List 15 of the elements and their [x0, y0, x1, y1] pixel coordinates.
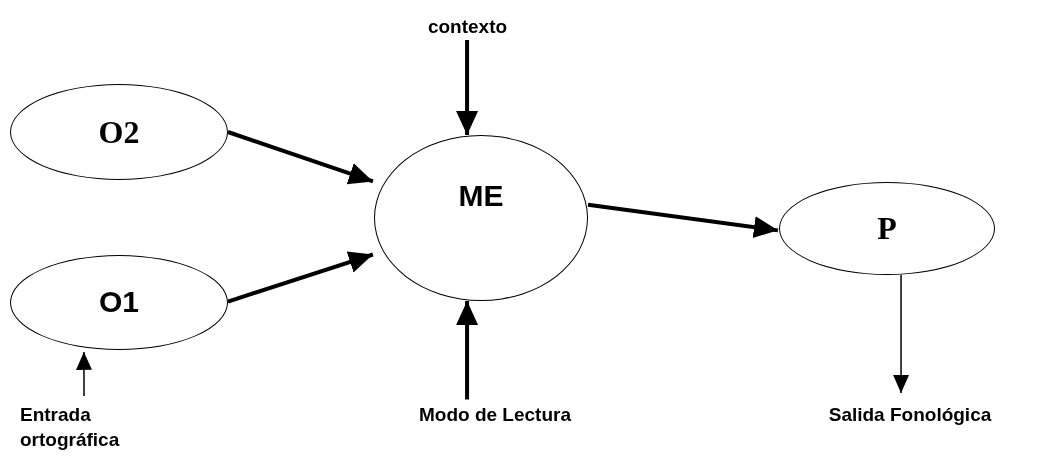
node-label: O2 — [98, 113, 140, 151]
text-label: contexto — [427, 14, 508, 39]
text-label: Entrada ortográfica — [20, 403, 121, 452]
node-label: P — [877, 210, 897, 247]
arrow — [227, 130, 374, 185]
node-label: ME — [458, 178, 504, 214]
arrow — [456, 301, 479, 400]
node-label: O1 — [99, 285, 139, 320]
arrow — [227, 251, 374, 304]
arrow — [893, 274, 910, 394]
text-label: Salida Fonológica — [828, 402, 992, 427]
arrow — [456, 40, 479, 135]
arrow — [587, 202, 779, 239]
text-label: Modo de Lectura — [419, 402, 571, 427]
arrow — [75, 351, 92, 397]
